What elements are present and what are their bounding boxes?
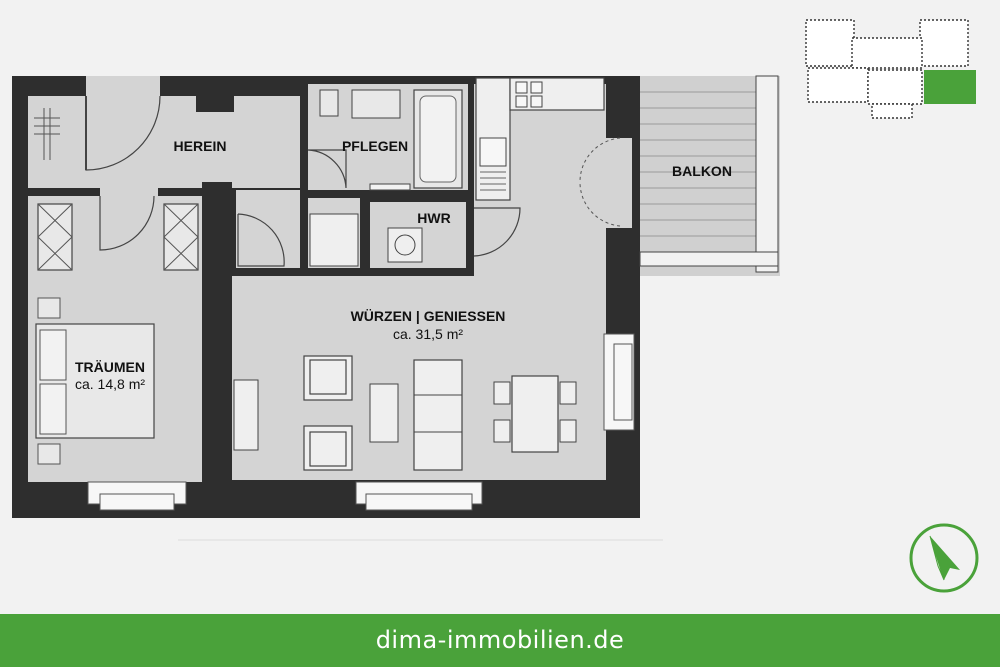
armchair [303, 355, 353, 471]
bathtub-inner [419, 95, 457, 183]
nightstand [37, 443, 61, 465]
balcony-railing [639, 251, 779, 267]
bedroom-door-gap [100, 188, 158, 196]
website-link[interactable]: dima-immobilien.de [375, 626, 625, 654]
north-arrow-icon [909, 523, 979, 593]
hall-door-swing [237, 213, 285, 267]
balcony-decking [640, 91, 756, 237]
dining-table [511, 375, 559, 453]
room-label-bath: PFLEGEN [341, 138, 409, 154]
dish-rack [480, 171, 506, 191]
nightstand [37, 297, 61, 319]
shower-bench [369, 183, 411, 191]
toilet [319, 89, 339, 117]
interior-wall [308, 190, 474, 198]
room-label-entry: HEREIN [173, 138, 227, 154]
pillow [39, 383, 67, 435]
interior-wall [300, 80, 308, 276]
room-label-bedroom: TRÄUMEN [75, 359, 145, 375]
wardrobe-cross [37, 203, 199, 271]
bedroom-wardrobes [37, 203, 199, 271]
room-label-balcony: BALKON [672, 163, 732, 179]
utility-door-swing [473, 207, 521, 257]
stove-burners [515, 81, 543, 108]
bedroom-door-swing [99, 195, 155, 251]
interior-wall [202, 182, 232, 482]
dining-chairs [493, 381, 577, 443]
balcony-door-gap [606, 138, 632, 228]
footer-bar: dima-immobilien.de [0, 614, 1000, 667]
room-area-bedroom: ca. 14,8 m² [74, 376, 146, 392]
kitchen-sink [479, 137, 507, 167]
wardrobe [34, 108, 60, 160]
closet-unit [309, 213, 359, 267]
pillow [39, 329, 67, 381]
bath-door-swing [307, 149, 347, 189]
coffee-table [369, 383, 399, 443]
sofa [413, 359, 463, 471]
floor-plan [12, 75, 780, 541]
washing-machine-drum [394, 234, 416, 256]
unit-highlight [924, 70, 976, 104]
hallway-floor [236, 190, 300, 268]
balcony-railing [755, 75, 779, 273]
building-keyplan-icon [805, 19, 976, 119]
entry-door-gap [86, 76, 160, 96]
room-label-living: WÜRZEN | GENIESSEN [350, 308, 506, 324]
entry-floor [28, 96, 300, 188]
interior-wall [196, 80, 234, 112]
room-area-living: ca. 31,5 m² [392, 326, 464, 342]
entry-door-swing [85, 95, 161, 171]
room-label-utility: HWR [417, 210, 451, 226]
interior-wall [360, 190, 370, 268]
sideboard [233, 379, 259, 451]
windows [87, 333, 635, 511]
sink [351, 89, 401, 119]
interior-wall [468, 80, 474, 276]
balcony-door-swing [579, 137, 621, 227]
washing-machine [387, 227, 423, 263]
